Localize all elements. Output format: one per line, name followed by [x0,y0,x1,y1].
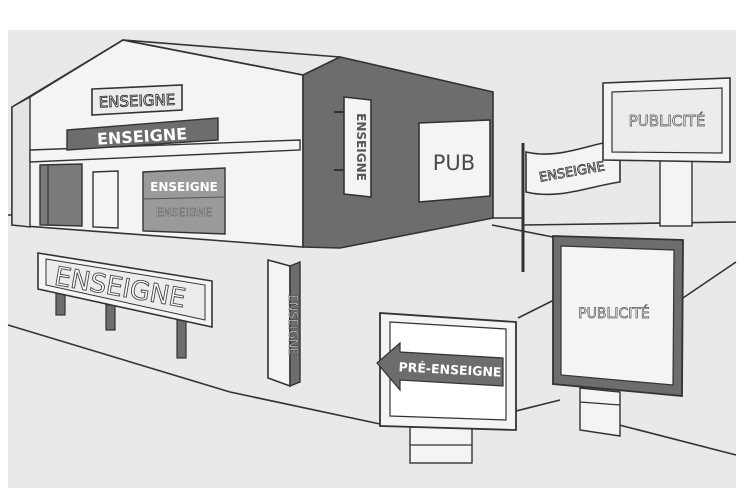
side-door [93,171,118,228]
blade-sign-text: ENSEIGNE [354,113,368,181]
shop-window [143,168,225,234]
wall-ad-text: PUB [433,151,475,175]
street-ad-text: PUBLICITÉ [578,305,650,322]
totem-sign: ENSEIGNE [268,260,300,386]
entrance-door [40,164,82,226]
roof-sign-text: ENSEIGNE [98,91,175,112]
window-sign-top-text: ENSEIGNE [150,180,218,194]
wall-ad-panel: PUB [419,120,490,202]
building-left-facet [12,97,30,227]
billboard-text: PUBLICITÉ [629,111,706,130]
totem-sign-text: ENSEIGNE [286,294,300,355]
window-sign-bottom-text: ENSEIGNE [156,206,212,219]
